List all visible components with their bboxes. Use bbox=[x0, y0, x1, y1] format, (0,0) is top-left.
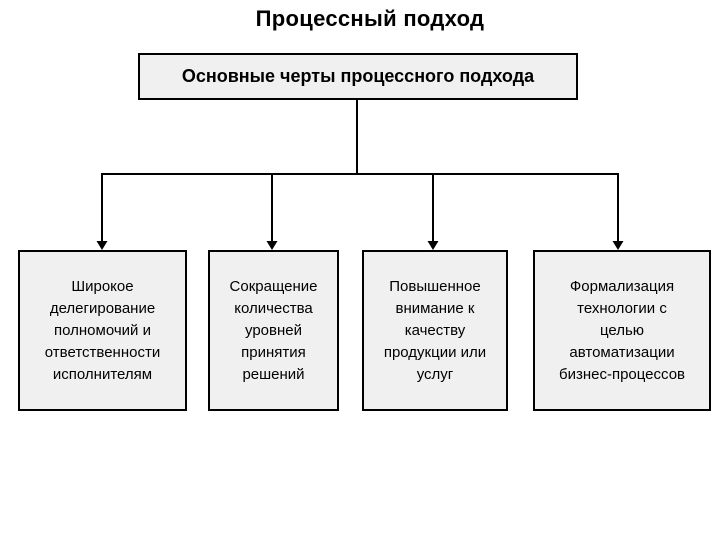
feature-box-quality: Повышенное внимание к качеству продукции… bbox=[362, 250, 508, 411]
root-box-label: Основные черты процессного подхода bbox=[181, 66, 535, 86]
feature-box-delegation: Широкое делегирование полномочий и ответ… bbox=[18, 250, 187, 411]
arrow-down-icon bbox=[96, 241, 108, 250]
root-box: Основные черты процессного подхода bbox=[138, 53, 578, 100]
feature-box-decision-levels: Сокращение количества уровней принятия р… bbox=[208, 250, 339, 411]
feature-box-label: Формализация технологии с целью автомати… bbox=[558, 277, 686, 383]
slide-title: Процессный подход bbox=[255, 6, 485, 31]
feature-box-label: Широкое делегирование полномочий и ответ… bbox=[44, 277, 161, 383]
feature-box-automation: Формализация технологии с целью автомати… bbox=[533, 250, 711, 411]
arrow-down-icon bbox=[266, 241, 278, 250]
arrow-down-icon bbox=[612, 241, 624, 250]
arrow-down-icon bbox=[427, 241, 439, 250]
feature-box-label: Сокращение количества уровней принятия р… bbox=[229, 277, 318, 383]
feature-box-label: Повышенное внимание к качеству продукции… bbox=[383, 277, 487, 383]
